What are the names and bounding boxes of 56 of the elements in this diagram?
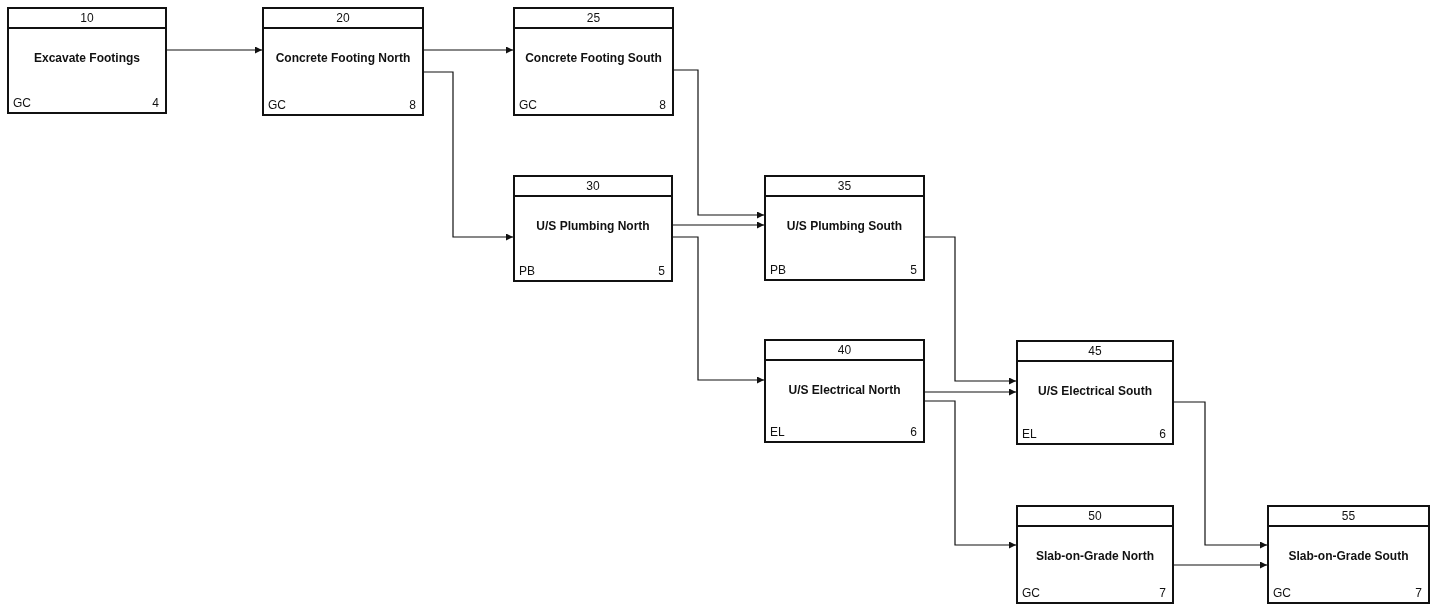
activity-name: Concrete Footing North bbox=[274, 50, 412, 67]
activity-box bbox=[513, 175, 673, 282]
arrow bbox=[1173, 401, 1268, 549]
arrow bbox=[423, 46, 514, 54]
crew-code: GC bbox=[13, 96, 31, 110]
activity-box bbox=[764, 339, 925, 443]
duration: 6 bbox=[1159, 427, 1166, 441]
arrow bbox=[924, 236, 1017, 385]
activity-id: 40 bbox=[766, 341, 923, 361]
arrow bbox=[673, 69, 765, 219]
activity-name: Slab-on-Grade North bbox=[1035, 548, 1155, 565]
activity-id: 45 bbox=[1018, 342, 1172, 362]
arrow bbox=[924, 388, 1017, 396]
activity-name: Excavate Footings bbox=[33, 50, 141, 67]
crew-code: GC bbox=[268, 98, 286, 112]
arrow bbox=[1173, 561, 1268, 569]
activity-id: 20 bbox=[264, 9, 422, 29]
crew-code: PB bbox=[770, 263, 786, 277]
activity-id: 30 bbox=[515, 177, 671, 197]
crew-code: EL bbox=[1022, 427, 1037, 441]
activity-id: 10 bbox=[9, 9, 165, 29]
activity-name: U/S Electrical South bbox=[1037, 383, 1153, 400]
duration: 8 bbox=[659, 98, 666, 112]
activity-box bbox=[262, 7, 424, 116]
activity-name: Slab-on-Grade South bbox=[1287, 548, 1410, 565]
activity-name: Concrete Footing South bbox=[524, 50, 663, 67]
crew-code: GC bbox=[1022, 586, 1040, 600]
activity-box bbox=[7, 7, 167, 114]
activity-id: 25 bbox=[515, 9, 672, 29]
activity-id: 35 bbox=[766, 177, 923, 197]
duration: 6 bbox=[910, 425, 917, 439]
crew-code: PB bbox=[519, 264, 535, 278]
duration: 5 bbox=[910, 263, 917, 277]
duration: 5 bbox=[658, 264, 665, 278]
crew-code: GC bbox=[519, 98, 537, 112]
duration: 8 bbox=[409, 98, 416, 112]
crew-code: EL bbox=[770, 425, 785, 439]
activity-box bbox=[1016, 340, 1174, 445]
activity-box bbox=[513, 7, 674, 116]
arrow bbox=[423, 71, 514, 241]
activity-id: 55 bbox=[1269, 507, 1428, 527]
crew-code: GC bbox=[1273, 586, 1291, 600]
duration: 7 bbox=[1415, 586, 1422, 600]
arrow bbox=[672, 221, 765, 229]
arrow bbox=[166, 46, 263, 54]
activity-name: U/S Plumbing South bbox=[785, 218, 904, 235]
duration: 7 bbox=[1159, 586, 1166, 600]
arrow bbox=[924, 400, 1017, 549]
duration: 4 bbox=[152, 96, 159, 110]
activity-name: U/S Electrical North bbox=[787, 382, 902, 399]
activity-box bbox=[1267, 505, 1430, 604]
activity-name: U/S Plumbing North bbox=[535, 218, 651, 235]
arrow bbox=[672, 236, 765, 384]
activity-id: 50 bbox=[1018, 507, 1172, 527]
activity-box bbox=[1016, 505, 1174, 604]
activity-box bbox=[764, 175, 925, 281]
